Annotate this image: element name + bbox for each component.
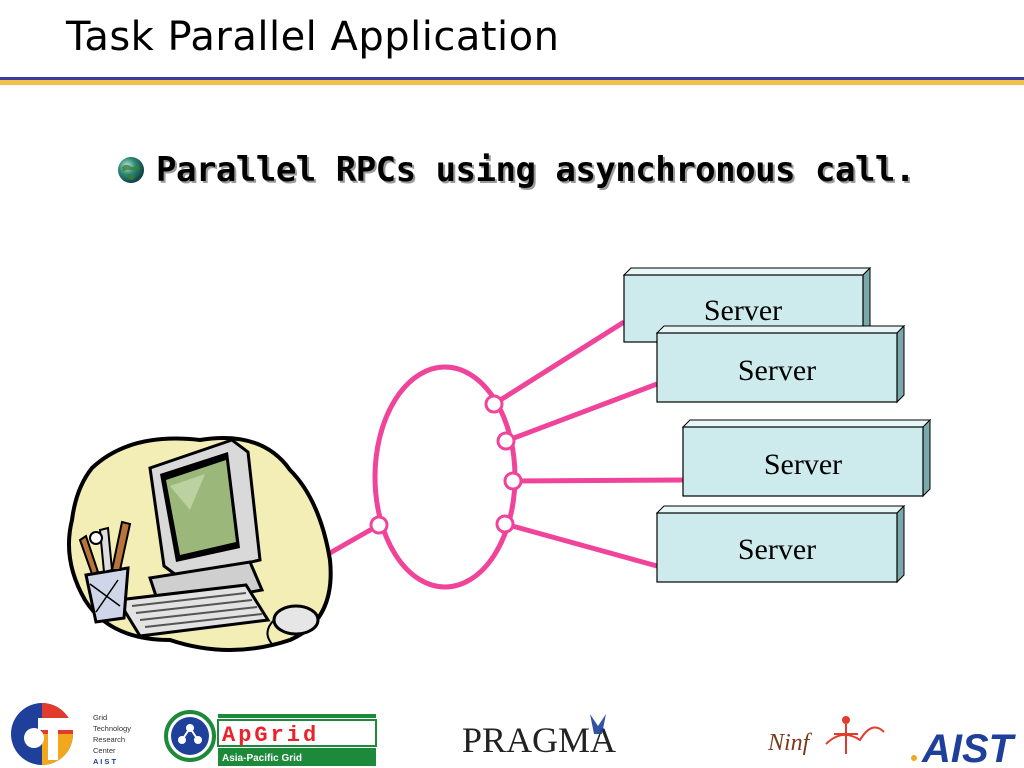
gtrc-line: Research: [93, 735, 125, 744]
aist-text: AIST: [921, 727, 1017, 768]
link-server-2: [505, 381, 658, 444]
ninf-text: Ninf: [767, 730, 813, 756]
gtrc-line: Center: [93, 746, 116, 755]
aist-logo: AIST: [911, 727, 1017, 768]
server-label: Server: [738, 533, 816, 566]
junction-node: [503, 471, 523, 491]
junction-node: [369, 515, 389, 535]
bullet-text: Parallel RPCs using asynchronous call.: [156, 150, 915, 190]
junction-node: [495, 514, 515, 534]
junction-nodes: [369, 394, 523, 535]
gtrc-line: A I S T: [93, 757, 116, 766]
gtrc-line: Grid: [93, 713, 107, 722]
globe-bullet-icon: [118, 157, 144, 183]
junction-node: [496, 431, 516, 451]
link-server-1: [492, 319, 626, 407]
rpc-diagram: Server Server Server Server: [66, 266, 932, 652]
link-server-3: [512, 477, 684, 484]
svg-text:ApGrid: ApGrid: [222, 723, 319, 748]
link-server-4: [504, 521, 658, 569]
slide-title: Task Parallel Application: [66, 14, 560, 60]
footer-logos: Grid Technology Research Center A I S T …: [11, 703, 1017, 768]
server-box-2: Server: [655, 324, 906, 404]
pragma-logo: PRAGMA: [462, 714, 616, 760]
title-rule-blue: [0, 77, 1024, 80]
gtrc-logo: Grid Technology Research Center A I S T: [11, 703, 131, 766]
gtrc-line: Technology: [93, 724, 131, 733]
computer-clipart-icon: [66, 436, 333, 652]
server-label: Server: [738, 354, 816, 387]
ninf-logo: Ninf: [767, 716, 885, 756]
server-label: Server: [704, 294, 782, 327]
server-box-3: Server: [681, 418, 932, 498]
title-rule-gold: [0, 80, 1024, 85]
apgrid-caption: Asia-Pacific Grid: [222, 753, 302, 764]
apgrid-logo: ApGrid Asia-Pacific Grid: [164, 710, 377, 766]
server-box-4: Server: [655, 504, 906, 584]
server-label: Server: [764, 448, 842, 481]
bullet-item: Parallel RPCs using asynchronous call.: [116, 150, 915, 190]
junction-node: [484, 394, 504, 414]
pragma-text: PRAGMA: [462, 720, 616, 760]
